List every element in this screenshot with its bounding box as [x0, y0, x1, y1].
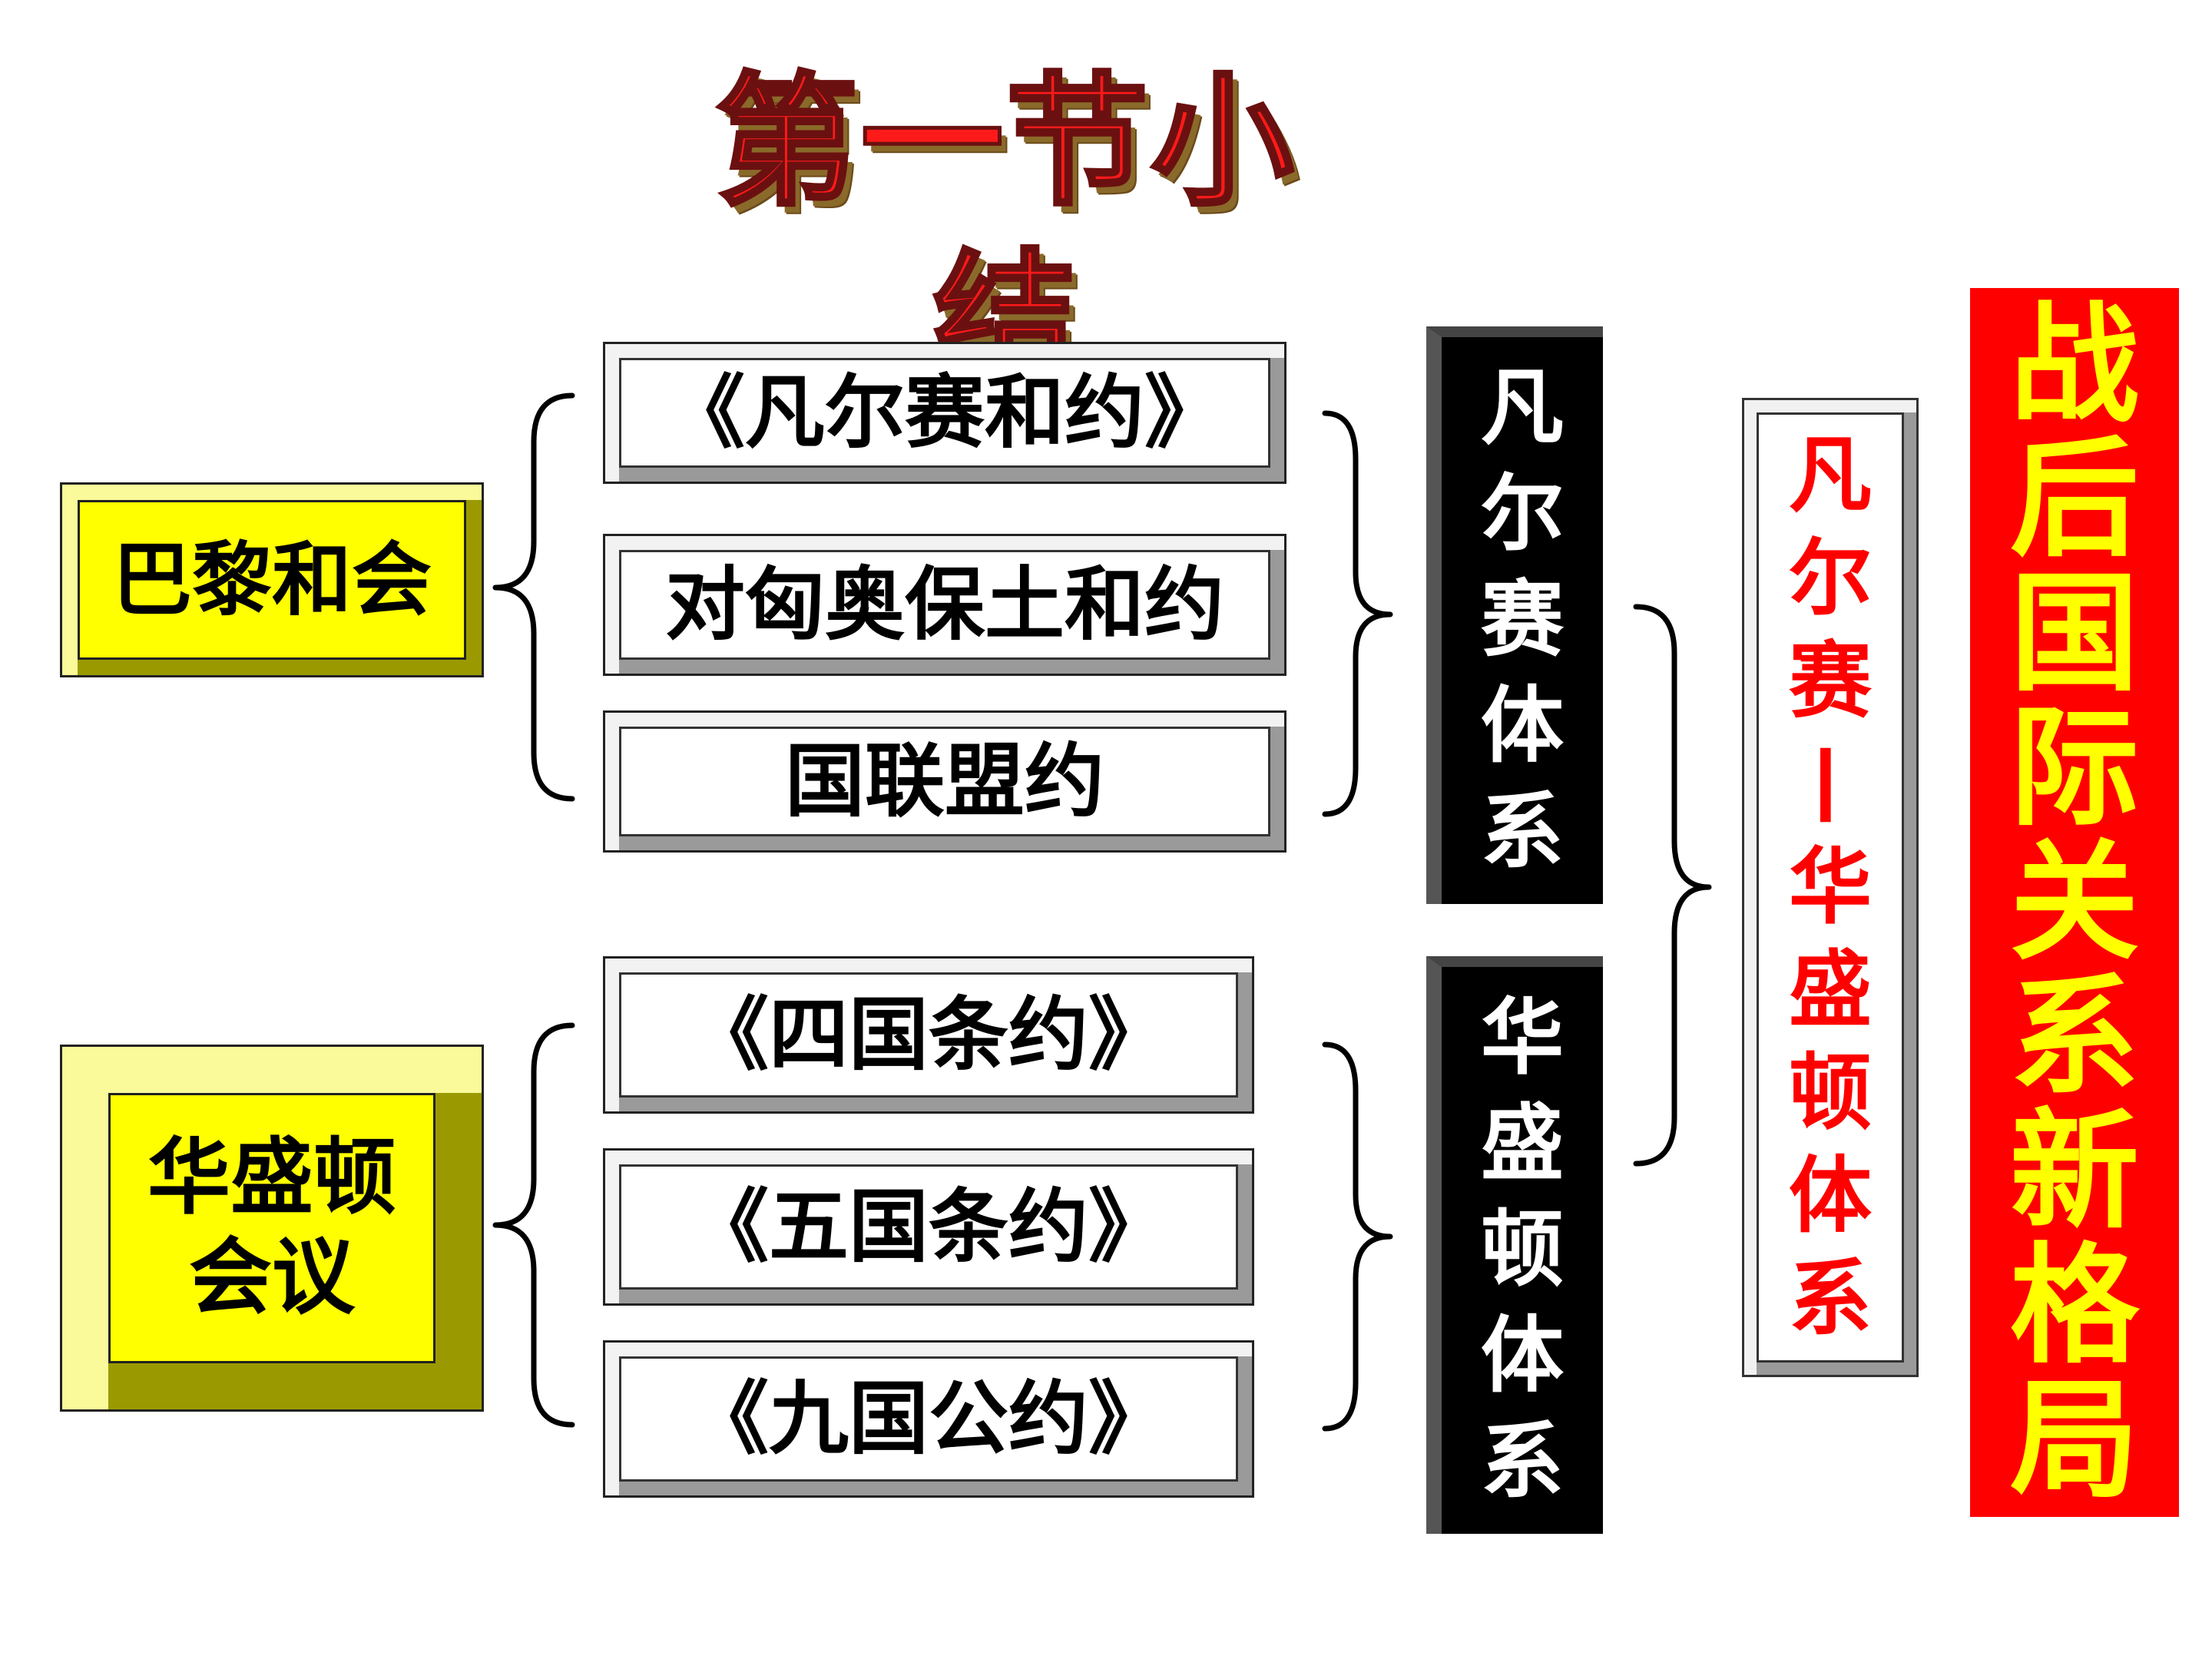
combined-char: 顿	[1788, 1045, 1872, 1141]
combined-char: 盛	[1788, 942, 1872, 1038]
combined-char: 系	[1788, 1250, 1872, 1347]
combined-char: —	[1783, 743, 1879, 826]
washington-system-box: 华 盛 顿 体 系	[1426, 956, 1603, 1534]
paris-conference-label: 巴黎和会	[111, 532, 432, 627]
paris-conference-box: 巴黎和会	[60, 482, 484, 677]
conclusion-char: 后	[2010, 423, 2139, 575]
treaty-box-versailles: 《凡尔赛和约》	[603, 342, 1286, 484]
washington-conference-label-line2: 会议	[188, 1230, 355, 1326]
treaty-box-austria-hungary: 对匈奥保土和约	[603, 534, 1286, 676]
versailles-system-box: 凡 尔 赛 体 系	[1426, 326, 1603, 904]
system-char: 凡	[1480, 360, 1564, 456]
treaty-box-four-power: 《四国条约》	[603, 956, 1254, 1114]
postwar-international-order-box: 战 后 国 际 关 系 新 格 局	[1970, 288, 2179, 1517]
brace-washington-right	[1322, 1041, 1393, 1432]
treaty-label: 对匈奥保土和约	[664, 558, 1224, 652]
system-char: 体	[1480, 678, 1564, 774]
conclusion-char: 际	[2010, 692, 2139, 843]
system-char: 顿	[1480, 1202, 1564, 1298]
system-char: 盛	[1480, 1096, 1564, 1192]
combined-char: 体	[1788, 1147, 1872, 1244]
versailles-washington-system-box: 凡 尔 赛 — 华 盛 顿 体 系	[1742, 398, 1919, 1377]
system-char: 体	[1480, 1308, 1564, 1404]
treaty-label: 国联盟约	[784, 734, 1104, 829]
system-char: 系	[1480, 1414, 1564, 1510]
treaty-box-nine-power: 《九国公约》	[603, 1340, 1254, 1498]
conclusion-char: 格	[2010, 1230, 2139, 1381]
conclusion-char: 国	[2010, 558, 2139, 709]
page-title: 第一节小结	[714, 58, 1296, 404]
system-char: 尔	[1480, 466, 1564, 562]
treaty-label: 《四国条约》	[688, 988, 1168, 1082]
brace-washington-left	[492, 1022, 575, 1428]
conclusion-char: 关	[2010, 826, 2139, 978]
washington-conference-label-line1: 华盛顿	[147, 1130, 396, 1227]
treaty-label: 《凡尔赛和约》	[664, 366, 1224, 460]
treaty-box-five-power: 《五国条约》	[603, 1148, 1254, 1306]
combined-char: 赛	[1788, 633, 1872, 730]
system-char: 系	[1480, 784, 1564, 880]
brace-systems	[1633, 604, 1712, 1167]
brace-paris-left	[492, 392, 575, 802]
conclusion-char: 战	[2010, 289, 2139, 440]
system-char: 赛	[1480, 572, 1564, 668]
conclusion-char: 系	[2010, 961, 2139, 1112]
brace-paris-right	[1322, 410, 1393, 817]
conclusion-char: 新	[2010, 1095, 2139, 1247]
washington-conference-box: 华盛顿 会议	[60, 1045, 484, 1412]
treaty-label: 《九国公约》	[688, 1372, 1168, 1466]
combined-char: 华	[1788, 839, 1872, 935]
system-char: 华	[1480, 990, 1564, 1086]
treaty-box-league-covenant: 国联盟约	[603, 710, 1286, 853]
combined-char: 凡	[1788, 427, 1872, 524]
combined-char: 尔	[1788, 530, 1872, 627]
treaty-label: 《五国条约》	[688, 1180, 1168, 1274]
conclusion-char: 局	[2010, 1364, 2139, 1515]
